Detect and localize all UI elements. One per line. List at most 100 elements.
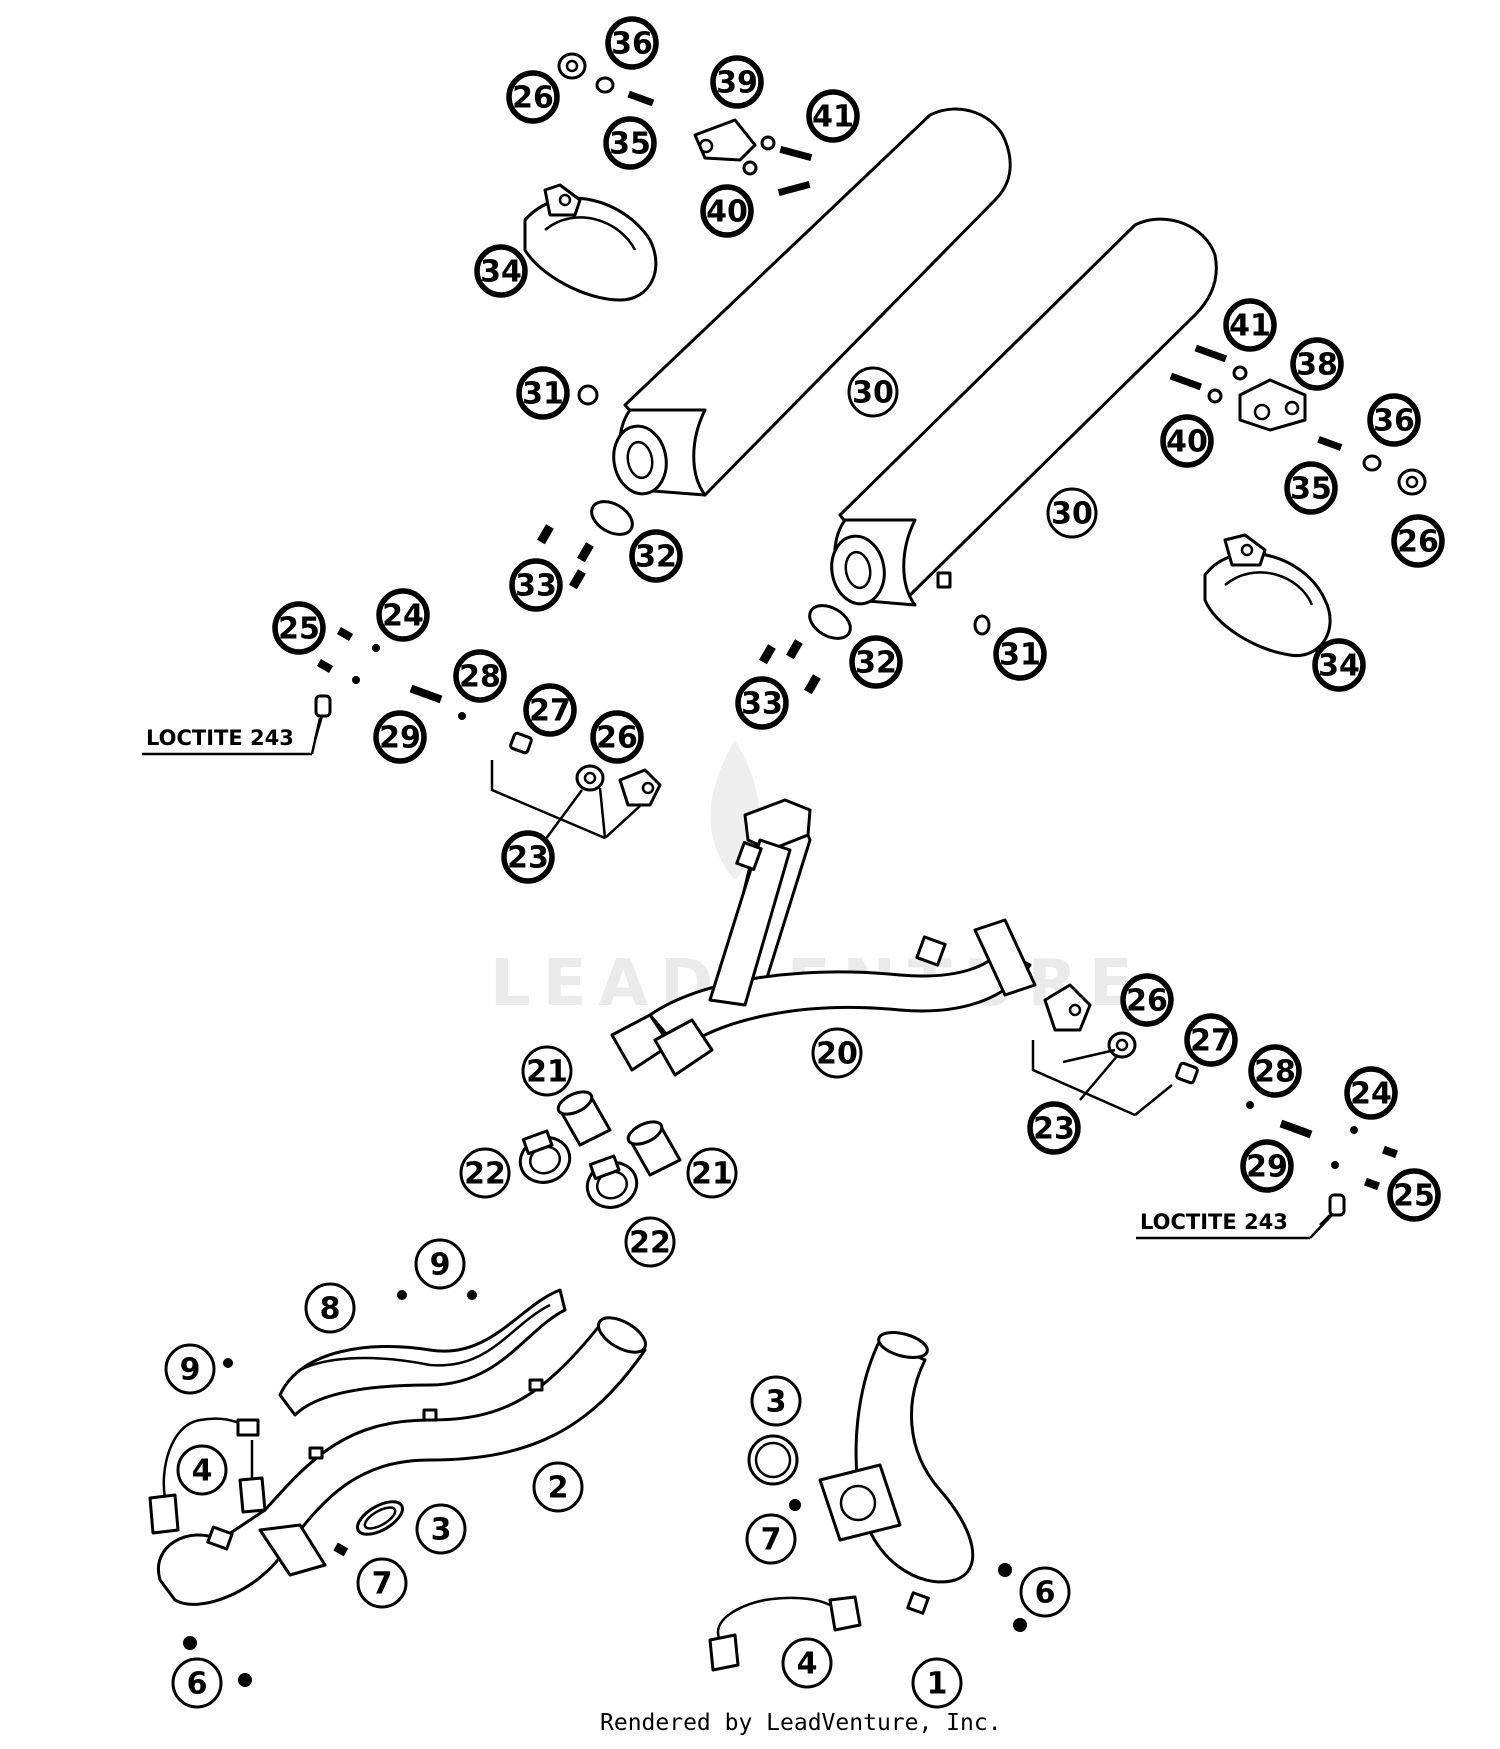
callout-circle [1312,638,1366,692]
callout-28[interactable]: 28 [1248,1044,1302,1098]
callout-3[interactable]: 3 [415,1503,467,1555]
callout-6[interactable]: 6 [1019,1566,1071,1618]
callout-circle [735,676,789,730]
callout-9[interactable]: 9 [164,1343,216,1395]
y-pipe-20[interactable] [610,798,1037,1077]
callout-circle [590,710,644,764]
pipe-sleeve-21[interactable] [555,1087,682,1177]
callout-24[interactable]: 24 [376,588,430,642]
callout-40[interactable]: 40 [1160,414,1214,468]
callout-9[interactable]: 9 [414,1238,466,1290]
callout-21[interactable]: 21 [686,1147,738,1199]
callout-circle [532,1461,584,1513]
callout-41[interactable]: 41 [1223,298,1277,352]
callout-label: 38 [1296,348,1338,383]
callout-7[interactable]: 7 [356,1557,408,1609]
muffler-right[interactable] [826,217,1218,608]
callout-label: 33 [515,569,557,604]
callout-36[interactable]: 36 [1367,393,1421,447]
callout-36[interactable]: 36 [605,16,659,70]
callout-6[interactable]: 6 [171,1657,223,1709]
callout-8[interactable]: 8 [304,1282,356,1334]
callout-label: 28 [459,660,501,695]
callout-4[interactable]: 4 [781,1637,833,1689]
callout-26[interactable]: 26 [1391,514,1445,568]
callout-34[interactable]: 34 [474,244,528,298]
muffler-bracket-right[interactable] [1203,533,1332,658]
callout-33[interactable]: 33 [509,558,563,612]
callout-25[interactable]: 25 [272,601,326,655]
callout-21[interactable]: 21 [521,1045,573,1097]
hanger-bracket-38[interactable] [1238,378,1307,432]
callout-30[interactable]: 30 [1046,487,1098,539]
callout-label: 36 [1373,404,1415,439]
callout-circle [1290,337,1344,391]
callout-circle [509,558,563,612]
callout-label: 1 [927,1667,948,1702]
callout-label: 2 [548,1471,569,1506]
callout-33[interactable]: 33 [735,676,789,730]
oxygen-sensor-left[interactable] [148,1417,267,1535]
hanger-bracket-39[interactable] [693,118,757,162]
callout-23[interactable]: 23 [501,830,555,884]
callout-label: 23 [507,841,549,876]
callout-29[interactable]: 29 [1240,1139,1294,1193]
callout-23[interactable]: 23 [1027,1101,1081,1155]
callout-circle [1046,487,1098,539]
callout-circle [849,635,903,689]
callout-34[interactable]: 34 [1312,638,1366,692]
callout-28[interactable]: 28 [453,649,507,703]
callout-label: 7 [372,1567,393,1602]
oxygen-sensor-right[interactable] [708,1595,862,1672]
callout-7[interactable]: 7 [745,1513,797,1565]
callout-label: 34 [1318,649,1360,684]
leader-lines [313,715,1331,1226]
callout-circle [624,1216,676,1268]
callout-label: 26 [596,721,638,756]
callout-label: 4 [192,1454,213,1489]
callout-31[interactable]: 31 [993,627,1047,681]
callout-25[interactable]: 25 [1387,1168,1441,1222]
callout-label: 30 [852,376,894,411]
callout-38[interactable]: 38 [1290,337,1344,391]
callout-39[interactable]: 39 [710,55,764,109]
header-pipe-1[interactable] [818,1328,975,1615]
callout-circle [1391,514,1445,568]
callout-26[interactable]: 26 [506,70,560,124]
muffler-bracket-left[interactable] [523,183,658,302]
callout-35[interactable]: 35 [603,116,657,170]
callout-26[interactable]: 26 [1120,973,1174,1027]
callout-22[interactable]: 22 [624,1216,676,1268]
callout-circle [356,1557,408,1609]
muffler-left[interactable] [608,107,1012,498]
callout-40[interactable]: 40 [700,184,754,238]
callout-2[interactable]: 2 [532,1461,584,1513]
callout-circle [373,710,427,764]
callout-22[interactable]: 22 [459,1147,511,1199]
callout-1[interactable]: 1 [911,1657,963,1709]
callout-circle [781,1637,833,1689]
callout-35[interactable]: 35 [1284,461,1338,515]
callout-label: 31 [522,377,564,412]
callout-26[interactable]: 26 [590,710,644,764]
callout-label: 31 [999,638,1041,673]
callout-circle [376,588,430,642]
pipe-clamp-22[interactable] [514,1129,643,1214]
callout-24[interactable]: 24 [1344,1066,1398,1120]
callout-31[interactable]: 31 [516,366,570,420]
callout-27[interactable]: 27 [523,683,577,737]
callout-30[interactable]: 30 [847,366,899,418]
callout-label: 40 [1166,425,1208,460]
callout-20[interactable]: 20 [811,1027,863,1079]
callout-32[interactable]: 32 [849,635,903,689]
callout-circle [506,70,560,124]
callout-27[interactable]: 27 [1184,1013,1238,1067]
callout-4[interactable]: 4 [176,1444,228,1496]
callout-label: 41 [812,100,854,135]
callout-32[interactable]: 32 [629,529,683,583]
callout-41[interactable]: 41 [806,89,860,143]
heat-shield-8[interactable] [278,1288,567,1417]
callout-3[interactable]: 3 [750,1375,802,1427]
front-pipe-2[interactable] [156,1311,651,1606]
callout-29[interactable]: 29 [373,710,427,764]
